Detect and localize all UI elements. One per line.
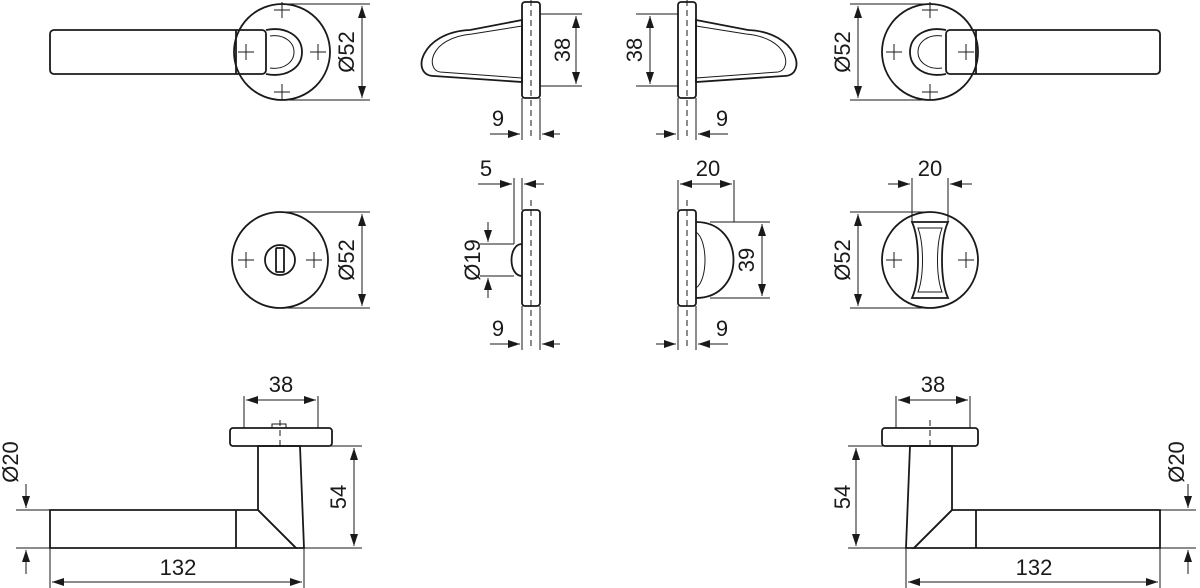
indicator-rose-front: Ø52: [231, 211, 370, 309]
dim-rose-diameter-right: Ø52: [830, 31, 855, 73]
dim-bottom-right-top-width: 38: [921, 372, 945, 397]
thumbturn-front-view: 20 Ø52: [830, 156, 979, 309]
thumbturn-side-view: 20 39 9: [656, 156, 770, 350]
lever-front-view-right: Ø52: [830, 2, 1161, 101]
dim-rose-diameter-left: Ø52: [334, 31, 359, 73]
dim-lever-depth-left: 38: [550, 38, 575, 62]
dim-bottom-left-height: 54: [326, 485, 351, 509]
dim-rose-thickness-left: 9: [492, 106, 504, 131]
dim-thumbturn-rose-thickness: 9: [716, 316, 728, 341]
dim-thumbturn-projection: 20: [696, 156, 720, 181]
lever-side-view-left: 38 9: [420, 0, 582, 140]
lever-top-view-left: 38 Ø20 54 132: [0, 372, 362, 588]
lever-front-view-left: Ø52: [49, 2, 370, 101]
lever-side-view-right: 38 9: [622, 0, 798, 140]
dim-lever-depth-right: 38: [622, 38, 647, 62]
dim-bottom-left-top-width: 38: [269, 372, 293, 397]
lever-top-view-right: 38 54 Ø20 132: [830, 372, 1196, 588]
dim-bottom-left-grip-diameter: Ø20: [0, 441, 23, 483]
dim-thumbturn-height: 39: [734, 248, 759, 272]
indicator-side-view: 5 Ø19 9: [460, 156, 560, 350]
dim-indicator-diameter: Ø19: [460, 239, 485, 281]
dim-thumbturn-width: 20: [918, 156, 942, 181]
dim-bottom-right-grip-diameter: Ø20: [1164, 441, 1189, 483]
dim-bottom-right-height: 54: [830, 485, 855, 509]
dim-indicator-rose-thickness: 9: [492, 316, 504, 341]
dim-indicator-stem: 5: [480, 156, 492, 181]
dim-bottom-left-length: 132: [160, 555, 197, 580]
dim-bottom-right-length: 132: [1016, 555, 1053, 580]
dim-thumbturn-front-diameter: Ø52: [830, 239, 855, 281]
dim-thumbturn-rose-diameter: Ø52: [334, 239, 359, 281]
dim-rose-thickness-right: 9: [716, 106, 728, 131]
